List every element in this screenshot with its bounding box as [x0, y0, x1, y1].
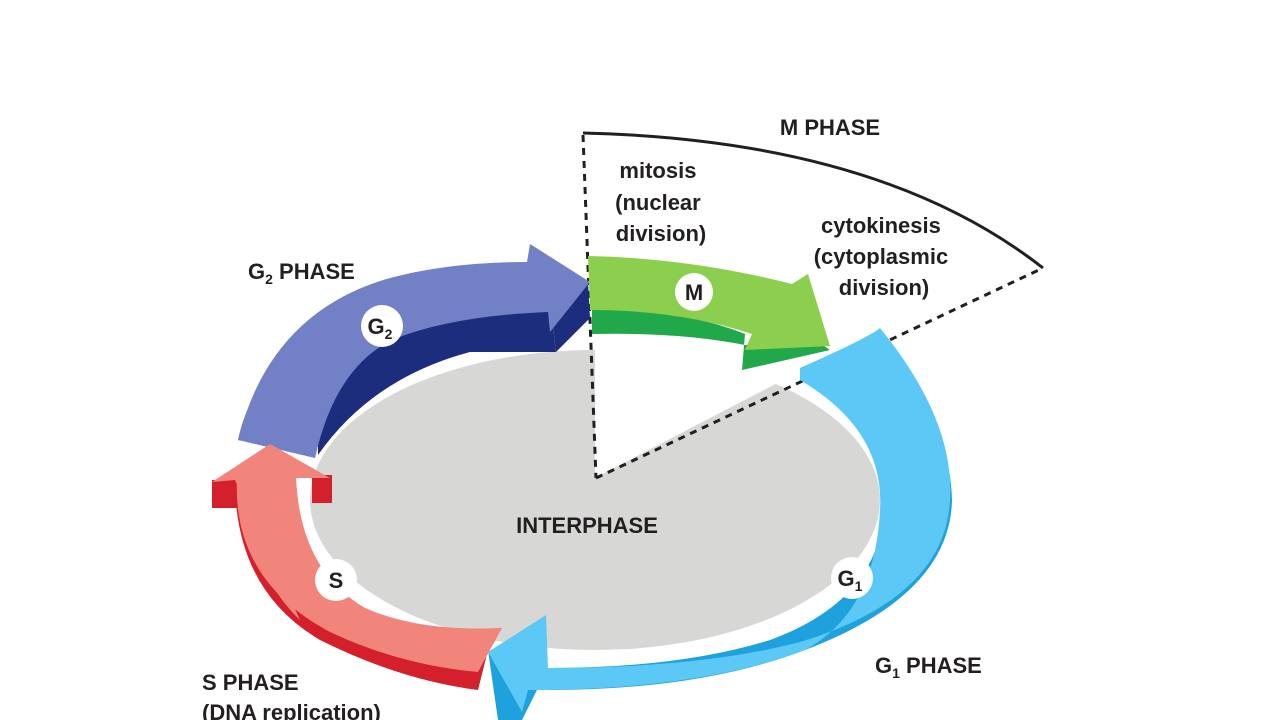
m-arrow-side: [592, 309, 830, 370]
g1-badge-sub: 1: [855, 578, 863, 594]
mitosis-line-1: mitosis: [619, 158, 696, 183]
mitosis-line-2: (nuclear: [615, 190, 701, 215]
s-arrow-head-left-edge: [212, 480, 238, 508]
s-arrow: [212, 444, 503, 690]
mitosis-label: mitosis (nuclear division): [615, 158, 707, 246]
s-badge: S: [315, 559, 357, 601]
s-phase-line-1: S PHASE: [202, 670, 299, 695]
interphase-label: INTERPHASE: [516, 513, 658, 538]
g1-arrow-side: [488, 380, 952, 720]
g1-badge: G1: [831, 557, 873, 599]
m-badge: M: [675, 273, 713, 311]
m-phase-dotted-line-slanted: [595, 266, 1044, 480]
mitosis-line-3: division): [616, 221, 706, 246]
s-phase-label: S PHASE (DNA replication): [202, 670, 381, 720]
s-arrow-head-right-edge: [312, 475, 332, 503]
cytokinesis-label: cytokinesis (cytoplasmic division): [814, 213, 955, 300]
m-phase-dotted-line-vertical: [581, 134, 598, 479]
svg-text:G2: G2: [368, 314, 393, 342]
cytokinesis-line-2: (cytoplasmic: [814, 244, 949, 269]
g1-badge-letter: G: [838, 566, 855, 591]
g2-badge-sub: 2: [385, 326, 393, 342]
m-badge-text: M: [685, 280, 703, 305]
s-arrow-body-top: [236, 478, 503, 672]
m-phase-wedge: [595, 332, 860, 478]
g2-arrow-top: [238, 244, 590, 458]
g2-badge: G2: [361, 305, 403, 347]
g1-arrow-top: [488, 328, 951, 712]
s-badge-text: S: [329, 568, 344, 593]
m-phase-label: M PHASE: [780, 115, 880, 140]
svg-text:G1: G1: [838, 566, 863, 594]
g2-phase-label: G2 PHASE: [248, 259, 355, 287]
g1-arrow: [488, 328, 952, 720]
g2-badge-letter: G: [368, 314, 385, 339]
cytokinesis-line-3: division): [839, 275, 929, 300]
s-phase-line-2: (DNA replication): [202, 700, 381, 720]
m-phase-arc: [582, 131, 1044, 270]
interphase-disc: [310, 350, 880, 650]
cytokinesis-line-1: cytokinesis: [821, 213, 941, 238]
g1-phase-label: G1 PHASE: [875, 653, 982, 681]
